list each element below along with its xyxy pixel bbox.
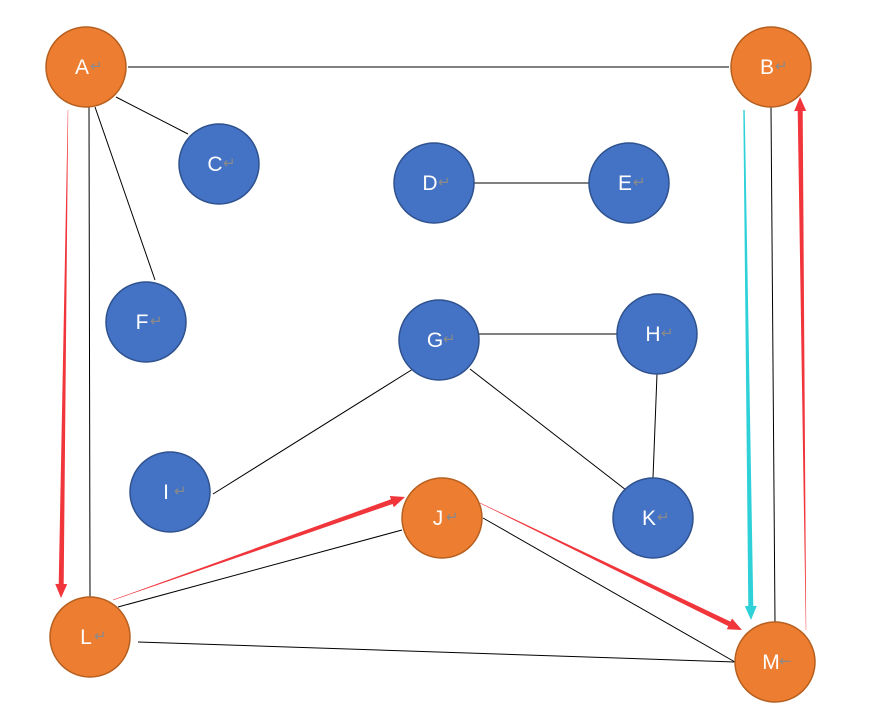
node-circle-d <box>393 142 475 224</box>
node-label-k: K <box>642 507 656 530</box>
node-label-e: E <box>618 172 632 195</box>
return-symbol-icon: ↵ <box>775 57 788 75</box>
node-b[interactable]: B↵ <box>730 26 812 108</box>
edge-b-m <box>770 106 776 623</box>
edge-a-f <box>94 106 156 281</box>
edge-j-m <box>482 517 736 663</box>
node-circle-e <box>588 142 670 224</box>
node-label-a: A <box>75 56 89 79</box>
return-symbol-icon: ↵ <box>443 330 456 348</box>
return-symbol-icon: ↵ <box>90 57 103 75</box>
return-symbol-icon: ↵ <box>174 482 187 500</box>
node-m[interactable]: M← <box>734 621 816 703</box>
node-label-l: L <box>80 626 92 649</box>
node-circle-f <box>105 281 187 363</box>
node-c[interactable]: C↵ <box>178 123 260 205</box>
node-label-c: C <box>207 153 222 176</box>
node-label-j: J <box>433 507 444 530</box>
edge-a-c <box>115 96 189 135</box>
edges-layer <box>88 66 776 663</box>
node-circle-k <box>612 477 694 559</box>
node-label-d: D <box>422 172 437 195</box>
return-symbol-icon: ↵ <box>661 324 674 342</box>
node-circle-b <box>730 26 812 108</box>
edge-h-k <box>652 373 658 479</box>
node-label-h: H <box>645 323 660 346</box>
edge-a-l <box>88 106 91 598</box>
arrow-a-to-l <box>55 110 69 598</box>
nodes-layer: A↵B↵C↵D↵E↵F↵G↵H↵I↵J↵K↵L↵M← <box>45 26 816 703</box>
arrow-l-to-j <box>112 496 406 601</box>
node-l[interactable]: L↵ <box>49 596 131 678</box>
edge-g-k <box>469 368 627 491</box>
node-circle-l <box>49 596 131 678</box>
node-circle-m <box>734 621 816 703</box>
node-circle-a <box>45 26 127 108</box>
node-label-i: I <box>163 481 169 504</box>
node-g[interactable]: G↵ <box>398 299 480 381</box>
node-circle-g <box>398 299 480 381</box>
node-circle-j <box>401 477 483 559</box>
return-symbol-icon: ↵ <box>150 312 163 330</box>
node-circle-i <box>129 451 211 533</box>
arrow-j-to-m <box>479 502 742 630</box>
node-i[interactable]: I↵ <box>129 451 211 533</box>
node-e[interactable]: E↵ <box>588 142 670 224</box>
node-d[interactable]: D↵ <box>393 142 475 224</box>
node-j[interactable]: J↵ <box>401 477 483 559</box>
return-symbol-icon: ↵ <box>223 154 236 172</box>
node-f[interactable]: F↵ <box>105 281 187 363</box>
node-label-f: F <box>136 311 149 334</box>
return-symbol-icon: ↵ <box>446 508 459 526</box>
node-label-g: G <box>427 329 443 352</box>
edge-l-m <box>137 641 736 663</box>
return-symbol-icon: ↵ <box>657 508 670 526</box>
return-symbol-icon: ↵ <box>633 173 646 191</box>
arrow-b-to-m <box>743 110 757 620</box>
node-a[interactable]: A↵ <box>45 26 127 108</box>
node-circle-h <box>616 293 698 375</box>
node-h[interactable]: H↵ <box>616 293 698 375</box>
node-circle-c <box>178 123 260 205</box>
return-symbol-icon: ← <box>779 652 792 670</box>
return-symbol-icon: ↵ <box>94 627 107 645</box>
arrow-m-to-b <box>794 97 807 630</box>
node-label-b: B <box>760 56 774 79</box>
arrows-layer <box>55 97 807 630</box>
node-label-m: M <box>762 651 780 674</box>
node-k[interactable]: K↵ <box>612 477 694 559</box>
return-symbol-icon: ↵ <box>438 173 451 191</box>
edge-g-i <box>212 368 414 495</box>
edge-j-l <box>117 529 403 608</box>
